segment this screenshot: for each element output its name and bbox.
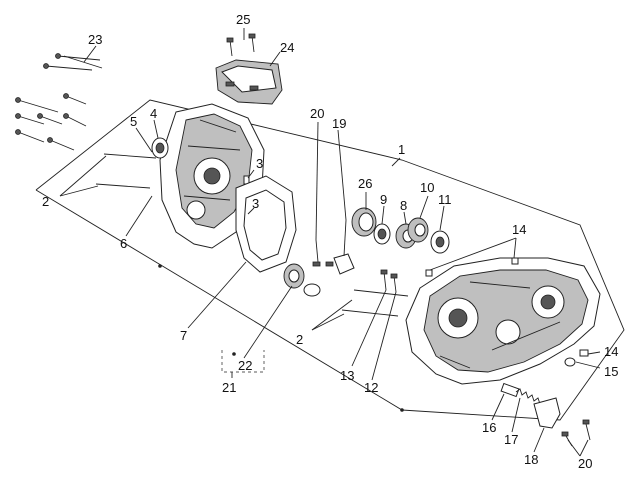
gasket-7 (235, 175, 297, 273)
callout-17: 17 (504, 432, 518, 447)
studs-2-left (95, 153, 157, 189)
leader-lines (59, 28, 601, 457)
callout-11: 11 (438, 192, 452, 207)
callout-labels: 23 25 24 4 5 20 19 1 3 2 3 26 10 9 11 8 … (42, 12, 618, 471)
callout-15: 15 (604, 364, 618, 379)
oil-seal-22 (283, 263, 321, 297)
right-crankcase-half (405, 257, 601, 385)
callout-9: 9 (380, 192, 387, 207)
callout-12: 12 (364, 380, 378, 395)
callout-18: 18 (524, 452, 538, 467)
screws-25 (226, 33, 256, 57)
callout-4: 4 (150, 106, 157, 121)
screws-12-13 (380, 269, 398, 293)
plugs-14 (425, 257, 589, 357)
callout-7: 7 (180, 328, 187, 343)
group-bracket-21 (221, 350, 265, 378)
callout-3-bottom: 3 (252, 196, 259, 211)
callout-5: 5 (130, 114, 137, 129)
studs-2-right (341, 289, 409, 317)
callout-10: 10 (420, 180, 434, 195)
seal-11 (430, 230, 450, 254)
callout-20-bottom: 20 (578, 456, 592, 471)
reference-dots (158, 264, 404, 412)
callout-3-top: 3 (256, 156, 263, 171)
callout-20-top: 20 (310, 106, 324, 121)
callout-16: 16 (482, 420, 496, 435)
callout-8: 8 (400, 198, 407, 213)
callout-22: 22 (238, 358, 252, 373)
callout-19: 19 (332, 116, 346, 131)
callout-14-right: 14 (604, 344, 618, 359)
callout-21: 21 (222, 380, 236, 395)
callout-2-right: 2 (296, 332, 303, 347)
needle-bearing-26 (351, 207, 377, 237)
callout-23: 23 (88, 32, 102, 47)
screws-20-top (312, 239, 334, 267)
seal-9 (373, 223, 391, 245)
callout-25: 25 (236, 12, 250, 27)
callout-14-top: 14 (512, 222, 526, 237)
bracket-19 (333, 219, 355, 275)
callout-26: 26 (358, 176, 372, 191)
callout-2-left: 2 (42, 194, 49, 209)
cover-24 (215, 59, 283, 105)
bearing-10 (407, 217, 429, 243)
plug-15 (564, 357, 576, 367)
callout-24: 24 (280, 40, 294, 55)
seal-4 (151, 137, 169, 159)
callout-13: 13 (340, 368, 354, 383)
screws-20-bottom (561, 419, 591, 447)
bolt-set-23 (15, 53, 103, 151)
plunger-16 (500, 382, 520, 398)
callout-1: 1 (398, 142, 405, 157)
spring-17 (515, 388, 541, 405)
callout-6: 6 (120, 236, 127, 251)
bracket-18 (533, 397, 561, 429)
